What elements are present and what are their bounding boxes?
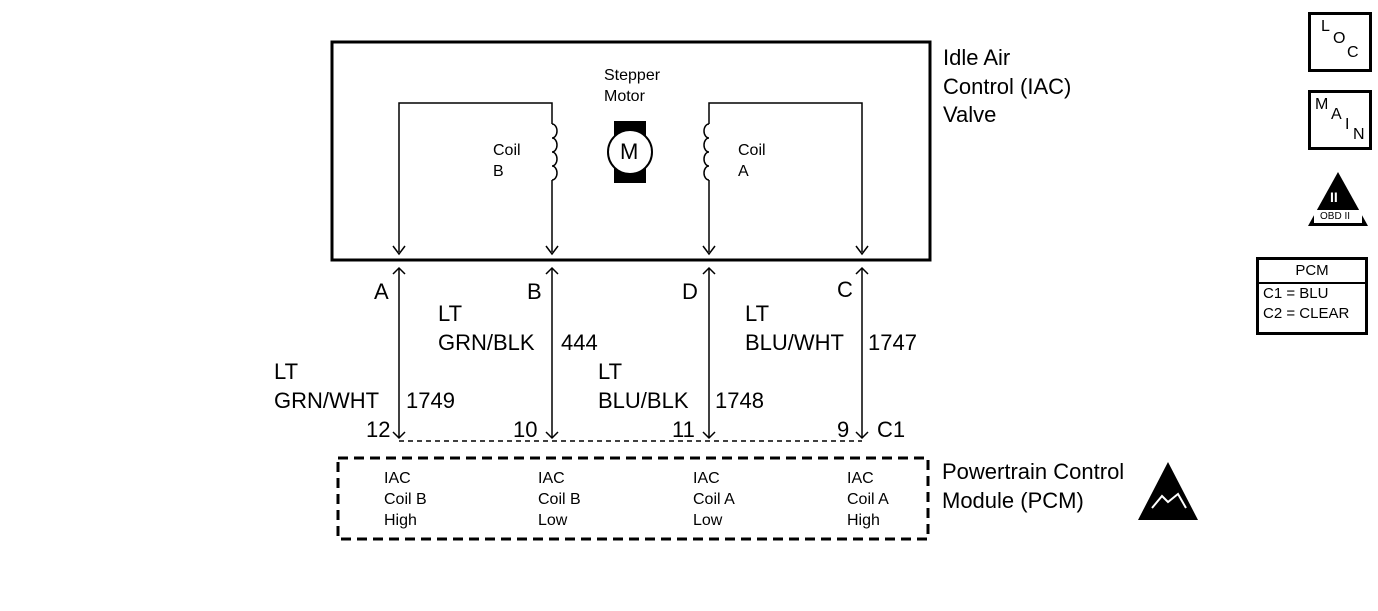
pin-a-label: A xyxy=(374,279,389,304)
pin-c-label: C xyxy=(837,277,853,302)
pin-d-label: D xyxy=(682,279,698,304)
main-icon[interactable]: M A I N xyxy=(1308,90,1372,150)
coil-a-circuit xyxy=(703,102,863,252)
pcm-pin-label: 12 xyxy=(366,417,391,442)
obd-roman-label: II xyxy=(1330,189,1338,205)
coil-b-circuit xyxy=(398,102,558,252)
wire-color-label: LT BLU/BLK xyxy=(598,359,689,413)
loc-icon[interactable]: L O C xyxy=(1308,12,1372,72)
pcm-housing xyxy=(336,456,930,541)
main-letter-n: N xyxy=(1353,126,1365,143)
pcm-terminal-label: IAC Coil A High xyxy=(847,470,889,529)
circuit-number-label: 444 xyxy=(561,330,598,355)
wire-color-label: LT GRN/WHT xyxy=(274,359,380,413)
main-letter-m: M xyxy=(1315,96,1329,113)
pcm-pin-label: 9 xyxy=(837,417,850,442)
pcm-legend-row: C2 = CLEAR xyxy=(1263,305,1350,322)
main-letter-a: A xyxy=(1331,106,1342,123)
pcm-connector-legend: PCM C1 = BLU C2 = CLEAR xyxy=(1256,257,1368,335)
iac-valve-housing xyxy=(330,40,932,262)
circuit-number-label: 1749 xyxy=(406,388,455,413)
esd-warning-icon xyxy=(1138,462,1198,520)
pcm-pin-label: 11 xyxy=(672,417,695,442)
wire-color-label: LT GRN/BLK xyxy=(438,301,535,355)
wire-color-label: LT BLU/WHT xyxy=(745,301,844,355)
coil-b-label: Coil B xyxy=(493,142,521,180)
loc-letter-o: O xyxy=(1333,30,1346,47)
circuit-number-label: 1747 xyxy=(868,330,917,355)
pcm-terminal-label: IAC Coil B Low xyxy=(538,470,581,529)
pcm-pin-label: 10 xyxy=(513,417,538,442)
circuit-number-label: 1748 xyxy=(715,388,764,413)
obd-text-label: OBD II xyxy=(1320,211,1351,222)
loc-letter-l: L xyxy=(1321,18,1330,35)
connector-arrows xyxy=(392,245,869,256)
connector-c1-label: C1 xyxy=(877,417,906,442)
obd-ii-icon xyxy=(1308,172,1368,226)
coil-a-label: Coil A xyxy=(738,142,766,180)
loc-letter-c: C xyxy=(1347,44,1359,61)
pcm-terminal-label: IAC Coil B High xyxy=(384,470,427,529)
motor-symbol: M xyxy=(620,139,639,164)
iac-valve-title: Idle Air Control (IAC) Valve xyxy=(943,45,1072,128)
stepper-motor-label: Stepper Motor xyxy=(604,67,661,105)
stepper-motor-icon xyxy=(607,121,653,183)
pcm-legend-row: C1 = BLU xyxy=(1263,285,1329,302)
pin-b-label: B xyxy=(527,279,542,304)
harness-wires xyxy=(392,266,869,440)
main-letter-i: I xyxy=(1345,116,1350,133)
pcm-title: Powertrain Control Module (PCM) xyxy=(942,459,1125,513)
pcm-legend-title: PCM xyxy=(1259,260,1365,284)
pcm-terminal-label: IAC Coil A Low xyxy=(693,470,735,529)
